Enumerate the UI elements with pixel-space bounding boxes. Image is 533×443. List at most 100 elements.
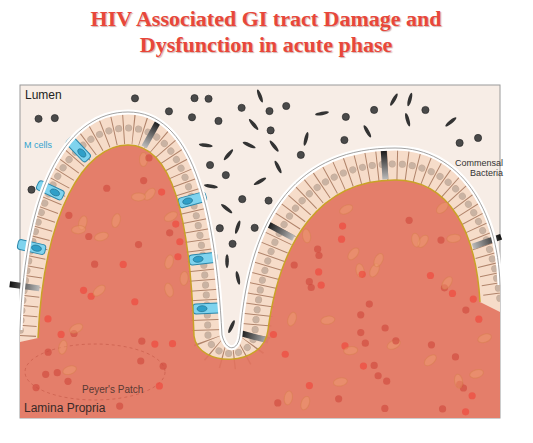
immune-cell [335,395,342,402]
immune-cell [270,331,277,338]
coccus [216,225,223,232]
bacterium [256,89,264,103]
macrophage [434,200,450,215]
lymphocyte [335,395,342,402]
bacillus [362,124,372,138]
lymphocyte [371,362,378,369]
lymphocyte [32,384,39,391]
immune-cell [392,337,399,344]
lymphocyte [314,246,321,253]
immune-cell [362,340,369,347]
immune-cell [434,200,450,215]
lymphocyte [469,392,476,399]
lymphocyte [169,340,176,347]
lumen-ground [20,85,500,418]
bacterium [266,107,273,114]
macrophage [333,377,348,387]
lymphocyte [315,252,322,259]
bacterium [51,114,58,121]
bacillus [303,132,310,146]
immune-cell [406,217,413,224]
m-cell-nucleus [182,197,193,205]
lymphocyte [274,399,281,406]
immune-cell [437,236,444,243]
immune-cell [372,252,385,268]
macrophage [453,374,463,389]
immune-cell [357,329,364,336]
bacillus [444,116,457,128]
lymphocyte [45,349,52,356]
apical-line [20,112,500,348]
immune-cell [469,368,485,379]
macrophage [469,368,485,379]
lymphocyte [291,261,298,268]
coccus [251,224,258,231]
coccus [267,127,274,134]
macrophage [163,254,174,270]
immune-cell [145,154,152,161]
m-cell [17,239,47,255]
lymphocyte [137,357,144,364]
lymphocyte [318,282,325,289]
immune-cell [383,378,390,385]
lymphocyte [357,329,364,336]
macrophage [346,246,361,262]
macrophage [440,275,454,291]
lymphocyte [44,315,51,322]
lymphocyte [308,284,315,291]
immune-cell [449,290,456,297]
bacillus [235,271,241,285]
immune-cell [427,272,434,279]
immune-cell [64,378,71,385]
immune-cell [452,353,459,360]
coccus [341,136,348,143]
immune-cell [475,316,482,323]
macrophage [131,193,145,201]
immune-cell [85,233,92,240]
coccus [342,113,349,120]
coccus [35,115,42,122]
lymphocyte [151,340,158,347]
coccus [239,196,246,203]
immune-cell [140,177,147,184]
immune-cell [339,222,346,229]
coccus [188,114,195,121]
bacillus [225,254,229,268]
immune-cell [166,229,173,236]
bacterium [234,220,242,234]
immune-cell [91,283,107,298]
immune-cell [42,371,49,378]
immune-cell [338,236,345,243]
coccus [265,197,272,204]
bacterium [216,225,223,232]
immune-cell [346,246,361,262]
immune-cell [439,405,446,412]
bacterium [362,124,372,138]
macrophage [71,225,86,234]
lymphocyte [85,233,92,240]
coccus [456,139,463,146]
m-cell-body [193,303,221,314]
immune-cell [58,331,65,338]
lymphocyte [156,382,163,389]
coccus [371,106,378,113]
coccus [51,114,58,121]
macrophage [343,346,358,355]
bacterium [315,110,329,116]
bacterium [251,224,258,231]
immune-cell [343,346,358,355]
immune-cell [306,382,313,389]
immune-cell [68,322,84,335]
bacterium [165,108,172,115]
immune-cell [174,253,181,260]
coccus [283,102,290,109]
macrophage [180,271,189,286]
bacterium [199,143,213,149]
immune-cell [371,362,378,369]
bacterium [341,136,348,143]
immune-cell [314,246,321,253]
lymphocyte [91,261,98,268]
m-cell-nucleus [197,305,207,311]
coccus [206,161,213,168]
immune-cell [308,284,315,291]
